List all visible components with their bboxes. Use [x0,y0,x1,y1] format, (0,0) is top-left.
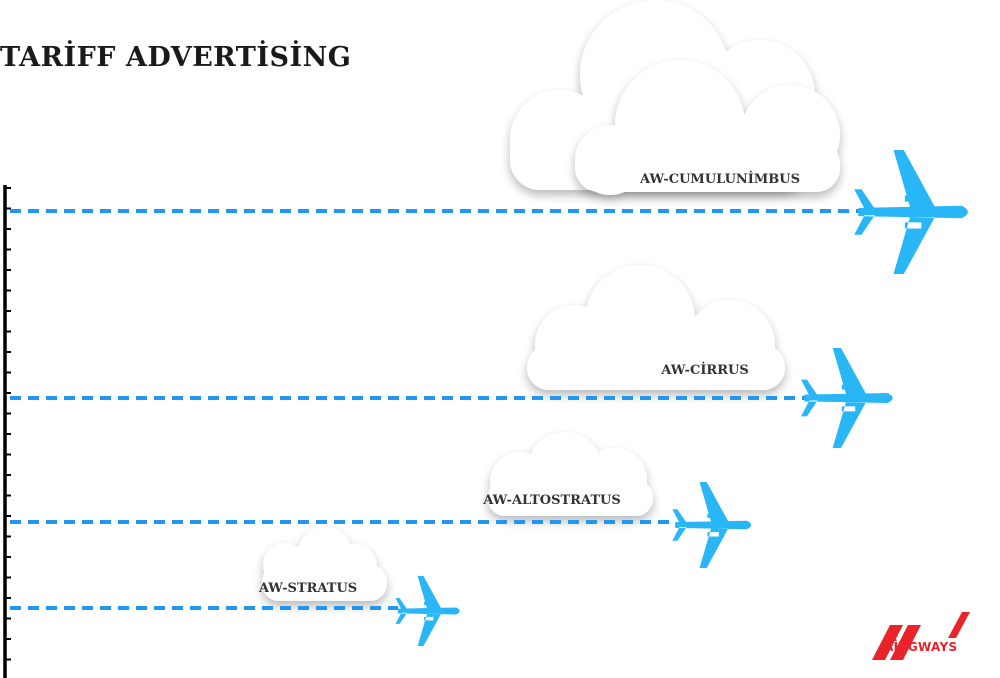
axis-ticks [5,187,11,661]
airplane-icon [672,482,752,568]
page-title: TARİFF ADVERTİSİNG [0,42,352,73]
cloud-icon [488,432,653,516]
tariff-label-stratus: AW-STRATUS [258,581,357,596]
cloud-icon [575,60,840,195]
airplane-icon [395,576,460,646]
tariff-label-cirrus: AW-CİRRUS [660,362,748,378]
vertical-axis [3,185,11,678]
brand-name: AİRGWAYS [884,640,958,654]
cloud-icon [262,527,387,601]
airgways-logo [872,612,970,660]
tariff-label-cumulunimbus: AW-CUMULUNİMBUS [639,171,800,187]
airplane-icon [854,150,968,274]
tariff-label-altostratus: AW-ALTOSTRATUS [482,493,621,508]
flight-lines [10,209,860,610]
airplane-icon [801,348,893,448]
cloud-icon [527,265,785,390]
